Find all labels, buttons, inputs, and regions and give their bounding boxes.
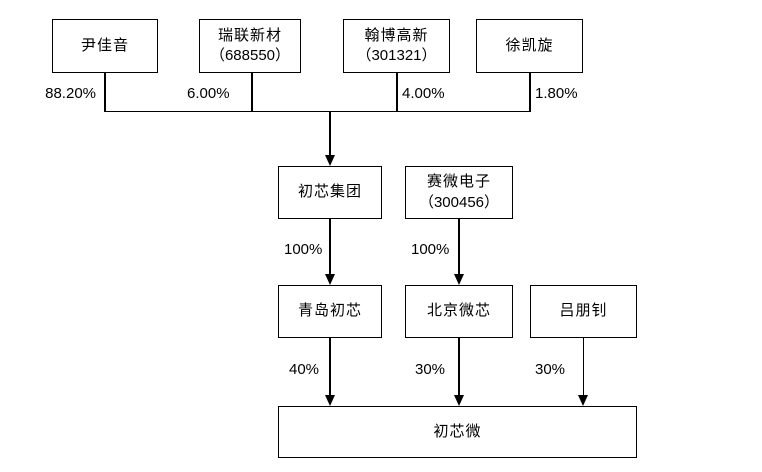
connector-ruilian-drop xyxy=(251,72,253,112)
node-label: 徐凯旋 xyxy=(505,36,554,54)
node-label: 翰博高新 xyxy=(364,26,429,44)
node-label: 初芯集团 xyxy=(297,183,362,201)
node-stock-code: （688550） xyxy=(209,47,291,64)
edge-label-ruilian-percent: 6.00% xyxy=(187,85,230,102)
connector-bus xyxy=(104,110,531,112)
node-hanbo-gaoxin: 翰博高新 （301321） xyxy=(343,19,450,73)
node-label: 尹佳音 xyxy=(80,36,129,54)
connector-xu-drop xyxy=(529,72,531,112)
node-label: 北京微芯 xyxy=(426,302,491,320)
node-stock-code: （301321） xyxy=(356,47,437,64)
node-ruilian-xincai: 瑞联新材 （688550） xyxy=(199,19,301,73)
edge-label-saiwei-percent: 100% xyxy=(411,241,450,258)
connector-qingdao-to-chuxinwei xyxy=(329,337,331,395)
arrowhead-down-icon xyxy=(577,395,588,406)
arrowhead-down-icon xyxy=(324,155,335,166)
node-yin-jia-yin: 尹佳音 xyxy=(52,19,158,73)
edge-label-hanbo-percent: 4.00% xyxy=(402,85,445,102)
arrowhead-down-icon xyxy=(324,395,335,406)
edge-label-yin-percent: 88.20% xyxy=(45,85,96,102)
node-label: 青岛初芯 xyxy=(297,302,362,320)
connector-group-to-qingdao xyxy=(329,218,331,274)
node-lv-peng-zhao: 吕朋钊 xyxy=(530,285,637,338)
connector-beijing-to-chuxinwei xyxy=(458,337,460,395)
connector-hanbo-drop xyxy=(396,72,398,112)
node-stock-code: （300456） xyxy=(418,193,500,211)
node-label: 初芯微 xyxy=(433,422,482,440)
edge-label-group-percent: 100% xyxy=(284,241,323,258)
node-xu-kai-xuan: 徐凯旋 xyxy=(476,19,583,73)
arrowhead-down-icon xyxy=(324,274,335,285)
arrowhead-down-icon xyxy=(453,274,464,285)
node-label: 瑞联新材 xyxy=(217,26,282,44)
arrowhead-down-icon xyxy=(453,395,464,406)
node-label: 赛微电子 xyxy=(426,173,491,191)
edge-label-lv-percent: 30% xyxy=(535,361,566,378)
edge-label-qingdao-percent: 40% xyxy=(289,361,320,378)
edge-label-beijing-percent: 30% xyxy=(415,361,446,378)
connector-bus-to-group xyxy=(329,111,331,155)
connector-yin-drop xyxy=(104,72,106,112)
node-chuxinwei: 初芯微 xyxy=(278,406,637,458)
node-chuxin-jituan: 初芯集团 xyxy=(278,166,382,219)
node-qingdao-chuxin: 青岛初芯 xyxy=(278,285,382,338)
node-beijing-weixin: 北京微芯 xyxy=(405,285,513,338)
connector-saiwei-to-beijing xyxy=(458,218,460,274)
node-label: 吕朋钊 xyxy=(559,302,608,320)
edge-label-xu-percent: 1.80% xyxy=(535,85,578,102)
connector-lv-to-chuxinwei xyxy=(582,337,584,395)
node-saiwei-dianzi: 赛微电子 （300456） xyxy=(405,166,513,219)
